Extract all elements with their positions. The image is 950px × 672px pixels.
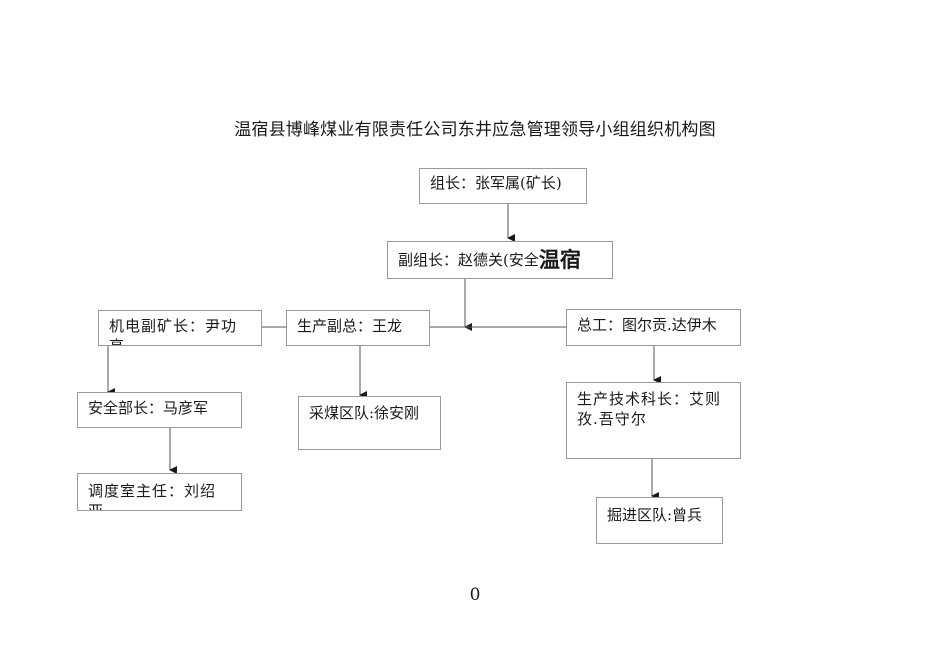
node-mining: 采煤区队:徐安刚 <box>298 396 441 450</box>
node-mech: 机电副矿长：尹功亮 <box>98 310 262 346</box>
node-dispatch: 调度室主任：刘绍亚 <box>77 473 242 511</box>
node-tunneling-label: 掘进区队:曾兵 <box>607 506 703 524</box>
node-deputy-label: 副组长：赵德关(安全 <box>398 251 539 269</box>
node-tech: 生产技术科长：艾则孜.吾守尔 <box>566 382 741 459</box>
node-deputy-overflow-text: 温宿 <box>538 248 581 272</box>
chart-title: 温宿县博峰煤业有限责任公司东井应急管理领导小组组织机构图 <box>234 120 716 140</box>
node-safety-label: 安全部长：马彦军 <box>88 399 209 417</box>
node-chief-engineer: 总工：图尔贡.达伊木 <box>566 309 741 346</box>
node-dispatch-label: 调度室主任：刘绍亚 <box>88 482 217 511</box>
node-deputy: 副组长：赵德关(安全温宿 <box>387 241 613 279</box>
page-number: 0 <box>469 585 481 605</box>
node-leader: 组长：张军属(矿长) <box>419 168 587 204</box>
node-tech-label: 生产技术科长：艾则孜.吾守尔 <box>577 390 722 428</box>
node-mining-label: 采煤区队:徐安刚 <box>309 404 420 422</box>
node-safety: 安全部长：马彦军 <box>77 392 242 428</box>
node-mech-label: 机电副矿长：尹功亮 <box>109 317 238 346</box>
node-leader-label: 组长：张军属(矿长) <box>430 174 562 192</box>
node-production: 生产副总：王龙 <box>286 310 430 346</box>
node-tunneling: 掘进区队:曾兵 <box>596 497 723 544</box>
node-production-label: 生产副总：王龙 <box>297 317 403 335</box>
node-chief-engineer-label: 总工：图尔贡.达伊木 <box>577 316 717 334</box>
